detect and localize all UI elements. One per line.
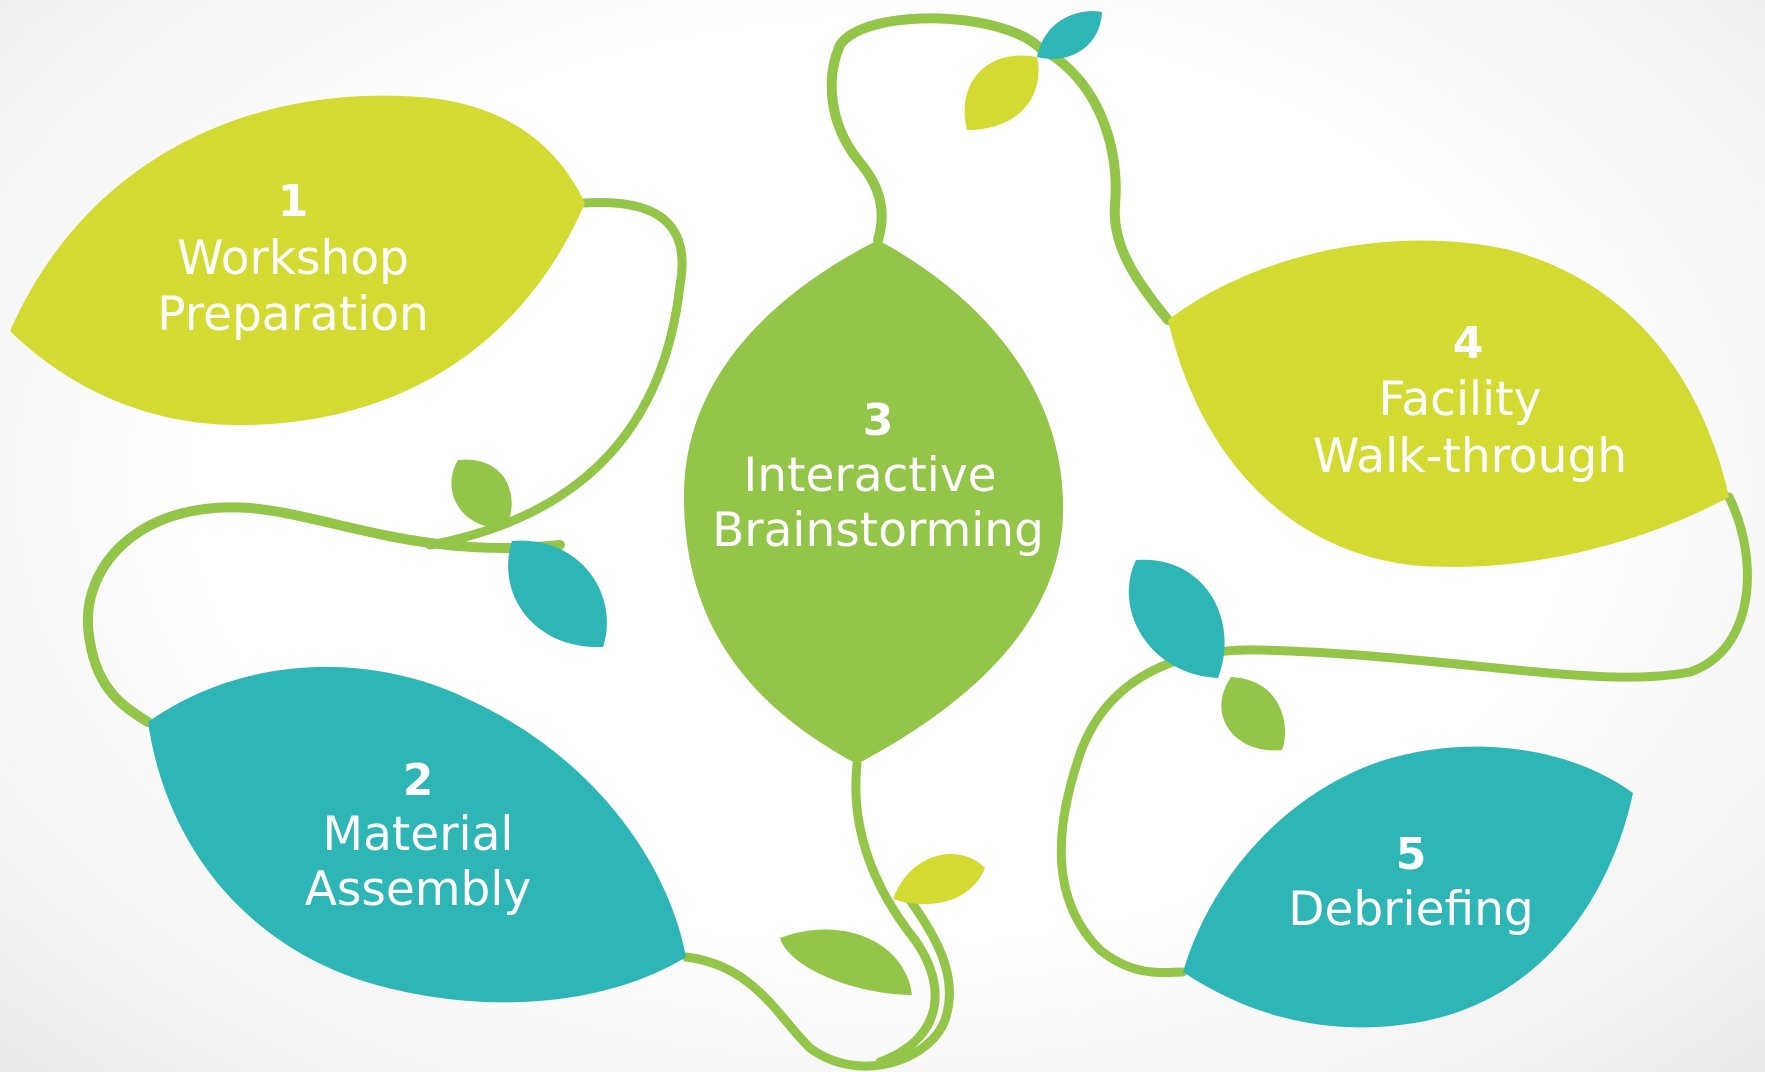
big-leaves bbox=[10, 95, 1729, 1028]
small-leaf-green-right bbox=[1221, 677, 1286, 751]
small-leaf-green-left bbox=[451, 459, 512, 529]
small-leaf-teal-top bbox=[1037, 11, 1102, 59]
vine-top-to-4 bbox=[1035, 43, 1173, 325]
small-leaf-green-bottom bbox=[780, 929, 912, 995]
step-1-label: 1 Workshop Preparation bbox=[157, 176, 429, 342]
step-4-title-line-2: Walk-through bbox=[1313, 429, 1627, 484]
step-2-label: 2 Material Assembly bbox=[305, 755, 532, 917]
small-leaf-teal-right bbox=[1128, 559, 1225, 678]
step-1-title-line-2: Preparation bbox=[157, 287, 429, 342]
step-5-title-line-1: Debriefing bbox=[1288, 882, 1533, 937]
step-5-number: 5 bbox=[1396, 829, 1427, 880]
vine-wave-left bbox=[82, 502, 565, 727]
leaf-1 bbox=[10, 95, 585, 426]
small-leaf-teal-left bbox=[508, 540, 607, 648]
step-2-number: 2 bbox=[403, 755, 434, 806]
step-1-number: 1 bbox=[278, 176, 309, 227]
step-3-title-line-1: Interactive bbox=[743, 448, 996, 503]
step-4-label: 4 Facility Walk-through bbox=[1313, 318, 1627, 484]
small-leaf-lime-bottom bbox=[893, 853, 985, 905]
step-4-number: 4 bbox=[1453, 318, 1484, 369]
leaf-2 bbox=[148, 666, 686, 1003]
step-2-title-line-1: Material bbox=[323, 807, 514, 862]
decorative-leaves bbox=[451, 11, 1286, 995]
step-5-label: 5 Debriefing bbox=[1288, 829, 1533, 937]
step-3-number: 3 bbox=[863, 395, 894, 446]
leaf-5 bbox=[1183, 746, 1633, 1028]
step-3-label: 3 Interactive Brainstorming bbox=[712, 395, 1044, 558]
step-3-title-line-2: Brainstorming bbox=[712, 503, 1044, 558]
vines bbox=[82, 13, 1752, 1071]
step-4-title-line-1: Facility bbox=[1379, 372, 1542, 427]
vine-4-to-5 bbox=[1056, 492, 1752, 978]
step-2-title-line-2: Assembly bbox=[305, 862, 532, 917]
leaf-3 bbox=[683, 240, 1064, 764]
step-1-title-line-1: Workshop bbox=[177, 231, 409, 286]
small-leaf-lime-top bbox=[964, 55, 1039, 130]
vine-3-to-bottom bbox=[851, 759, 940, 1067]
leaf-4 bbox=[1168, 240, 1729, 567]
vine-1-to-2 bbox=[425, 197, 687, 550]
vine-3-to-top bbox=[826, 13, 1045, 245]
